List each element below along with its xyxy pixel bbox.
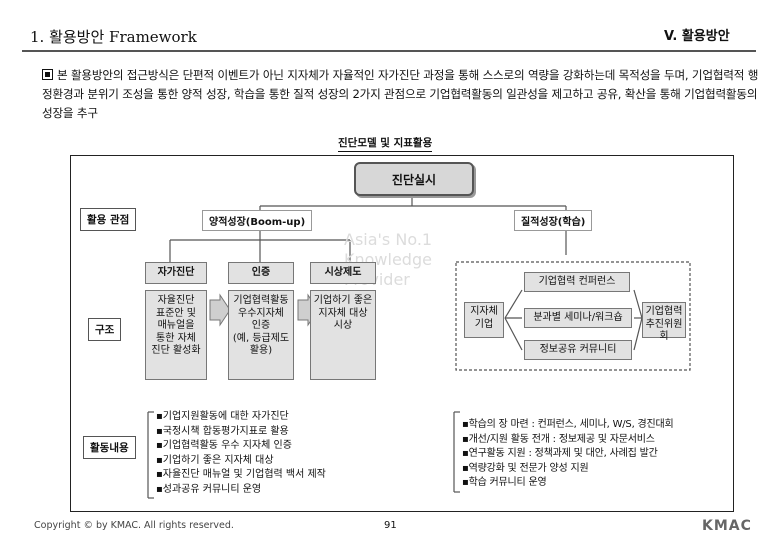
activity-item: ▪자율진단 매뉴얼 및 기업협력 백서 제작: [156, 469, 326, 481]
activity-item: ▪학습의 장 마련 : 컨퍼런스, 세미나, W/S, 경진대회: [462, 419, 674, 430]
activity-item: ▪역량강화 및 전문가 양성 지원: [462, 462, 589, 474]
title-rule: [22, 50, 756, 52]
page-title: 1. 활용방안 Framework: [30, 28, 197, 46]
activity-item: ▪연구활동 지원 : 정책과제 및 대안, 사례집 발간: [462, 448, 658, 460]
column-title-self-diagnosis: 자가진단: [145, 262, 207, 284]
connector-line: [504, 289, 523, 319]
page-number: 91: [384, 520, 397, 531]
qualitative-label: 질적성장(학습): [514, 210, 593, 231]
activity-item: ▪학습 커뮤니티 운영: [462, 477, 547, 489]
activity-item: ▪국정시책 합동평가지표로 활용: [156, 425, 289, 437]
checkbox-bullet-icon: [42, 69, 53, 80]
committee-box: 기업협력 추진위원회: [642, 302, 686, 342]
diagram-heading: 진단모델 및 지표활용: [338, 135, 433, 152]
intro-text: 본 활용방안의 접근방식은 단편적 이벤트가 아닌 지자체가 자율적인 자가진단…: [42, 68, 759, 120]
intro-paragraph: 본 활용방안의 접근방식은 단편적 이벤트가 아닌 지자체가 자율적인 자가진단…: [42, 66, 764, 123]
conference-box: 기업협력 컨퍼런스: [524, 272, 630, 292]
activity-item: ▪성과공유 커뮤니티 운영: [156, 483, 262, 495]
activity-item: ▪기업하기 좋은 지자체 대상: [156, 454, 274, 466]
section-tag: V. 활용방안: [664, 29, 730, 44]
column-title-awards: 시상제도: [310, 262, 376, 284]
copyright: Copyright © by KMAC. All rights reserved…: [34, 520, 234, 531]
learning-group-outline: [455, 261, 691, 371]
kmac-logo: KMAC: [702, 518, 752, 534]
column-body-certification: 기업협력활동 우수지자체 인증 (예, 등급제도 활용): [228, 290, 294, 380]
seminar-box: 분과별 세미나/워크숍: [524, 308, 632, 328]
center-node: 진단실시: [354, 162, 474, 196]
right-activities: ▪학습의 장 마련 : 컨퍼런스, 세미나, W/S, 경진대회 ▪개선/지원 …: [462, 418, 734, 491]
column-body-awards: 기업하기 좋은 지자체 대상 시상: [310, 290, 376, 380]
activity-item: ▪개선/지원 활동 전개 : 정보제공 및 자문서비스: [462, 433, 655, 445]
row-label-perspective: 활용 관점: [80, 208, 137, 231]
row-label-activities: 활동내용: [83, 436, 136, 459]
column-body-self-diagnosis: 자율진단 표준안 및 매뉴얼을 통한 자체 진단 활성화: [145, 290, 207, 380]
row-label-structure: 구조: [88, 318, 122, 341]
connector-line: [633, 289, 643, 319]
activity-item: ▪기업협력활동 우수 지자체 인증: [156, 440, 292, 452]
left-activities: ▪기업지원활동에 대한 자가진단 ▪국정시책 합동평가지표로 활용 ▪기업협력활…: [156, 410, 446, 498]
diagram-frame: [70, 155, 734, 512]
arrow-right-icon: [209, 293, 231, 327]
quantitative-label: 양적성장(Boom-up): [202, 210, 313, 231]
community-box: 정보공유 커뮤니티: [524, 340, 632, 360]
connector-line: [504, 317, 523, 351]
connector-line: [633, 317, 643, 351]
column-title-certification: 인증: [228, 262, 294, 284]
activity-item: ▪기업지원활동에 대한 자가진단: [156, 411, 289, 422]
local-gov-box: 지자체 기업: [464, 302, 504, 338]
